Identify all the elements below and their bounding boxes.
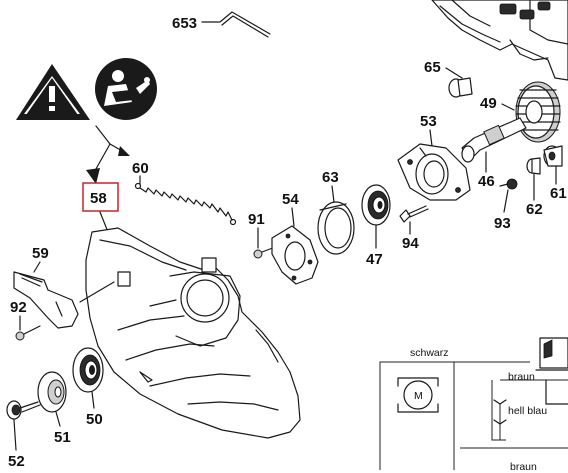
leader-49 xyxy=(501,103,515,111)
warning-triangle-icon xyxy=(16,64,90,120)
part-93-screw[interactable] xyxy=(499,178,518,190)
label-53: 53 xyxy=(420,113,437,130)
leader-93 xyxy=(503,189,509,213)
label-51: 51 xyxy=(54,429,71,446)
part-92-screw[interactable] xyxy=(15,325,41,341)
wiring-diagram: schwarz braun hell blau braun M xyxy=(379,337,568,473)
leader-65 xyxy=(445,67,463,79)
label-59: 59 xyxy=(32,245,49,262)
leader-51 xyxy=(55,411,61,427)
part-52-bolt[interactable] xyxy=(6,400,41,420)
label-58: 58 xyxy=(90,190,107,207)
leader-59-guard xyxy=(79,281,115,303)
label-50: 50 xyxy=(86,411,103,428)
part-51-flange[interactable] xyxy=(37,371,67,413)
wire-label-hell-blau: hell blau xyxy=(508,405,547,417)
part-53-flange[interactable] xyxy=(397,143,471,201)
label-63: 63 xyxy=(322,169,339,186)
label-62: 62 xyxy=(526,201,543,218)
motor-symbol: M xyxy=(414,390,423,402)
part-63-ring[interactable] xyxy=(317,201,355,255)
label-52: 52 xyxy=(8,453,25,470)
wire-label-braun-top: braun xyxy=(508,371,535,383)
part-50-bearing[interactable] xyxy=(72,347,104,393)
label-94: 94 xyxy=(402,235,419,252)
part-46-shaft[interactable] xyxy=(461,117,527,163)
part-58-blade-guard[interactable] xyxy=(85,227,301,439)
label-49: 49 xyxy=(480,95,497,112)
highlight-box-58 xyxy=(82,182,119,212)
icon-arrows xyxy=(86,125,130,184)
label-93: 93 xyxy=(494,215,511,232)
part-47-bearing[interactable] xyxy=(361,184,391,226)
label-653: 653 xyxy=(172,15,197,32)
leader-54 xyxy=(291,207,295,227)
label-47: 47 xyxy=(366,251,383,268)
part-62-sleeve[interactable] xyxy=(526,157,541,175)
label-60: 60 xyxy=(132,160,149,177)
part-59-lever[interactable] xyxy=(13,271,79,329)
label-46: 46 xyxy=(478,173,495,190)
part-65-pin[interactable] xyxy=(448,77,473,98)
label-91: 91 xyxy=(248,211,265,228)
part-94-screw[interactable] xyxy=(399,205,429,223)
part-61-bush[interactable] xyxy=(543,145,563,167)
part-653-hex-key[interactable] xyxy=(219,11,271,38)
leader-58 xyxy=(99,211,109,233)
label-92: 92 xyxy=(10,299,27,316)
label-54: 54 xyxy=(282,191,299,208)
wire-label-schwarz: schwarz xyxy=(410,347,449,359)
part-49-gear[interactable] xyxy=(515,81,561,143)
leader-53 xyxy=(429,129,433,147)
label-61: 61 xyxy=(550,185,567,202)
leader-52 xyxy=(13,419,17,451)
read-manual-icon xyxy=(95,58,157,120)
wire-label-braun-bottom: braun xyxy=(510,461,537,473)
leader-63 xyxy=(331,185,335,203)
leader-59 xyxy=(33,261,41,273)
label-65: 65 xyxy=(424,59,441,76)
part-54-plate[interactable] xyxy=(271,225,319,285)
leader-50 xyxy=(91,391,95,409)
part-60-spring[interactable] xyxy=(134,182,237,226)
motor-housing-fragment xyxy=(431,0,568,81)
